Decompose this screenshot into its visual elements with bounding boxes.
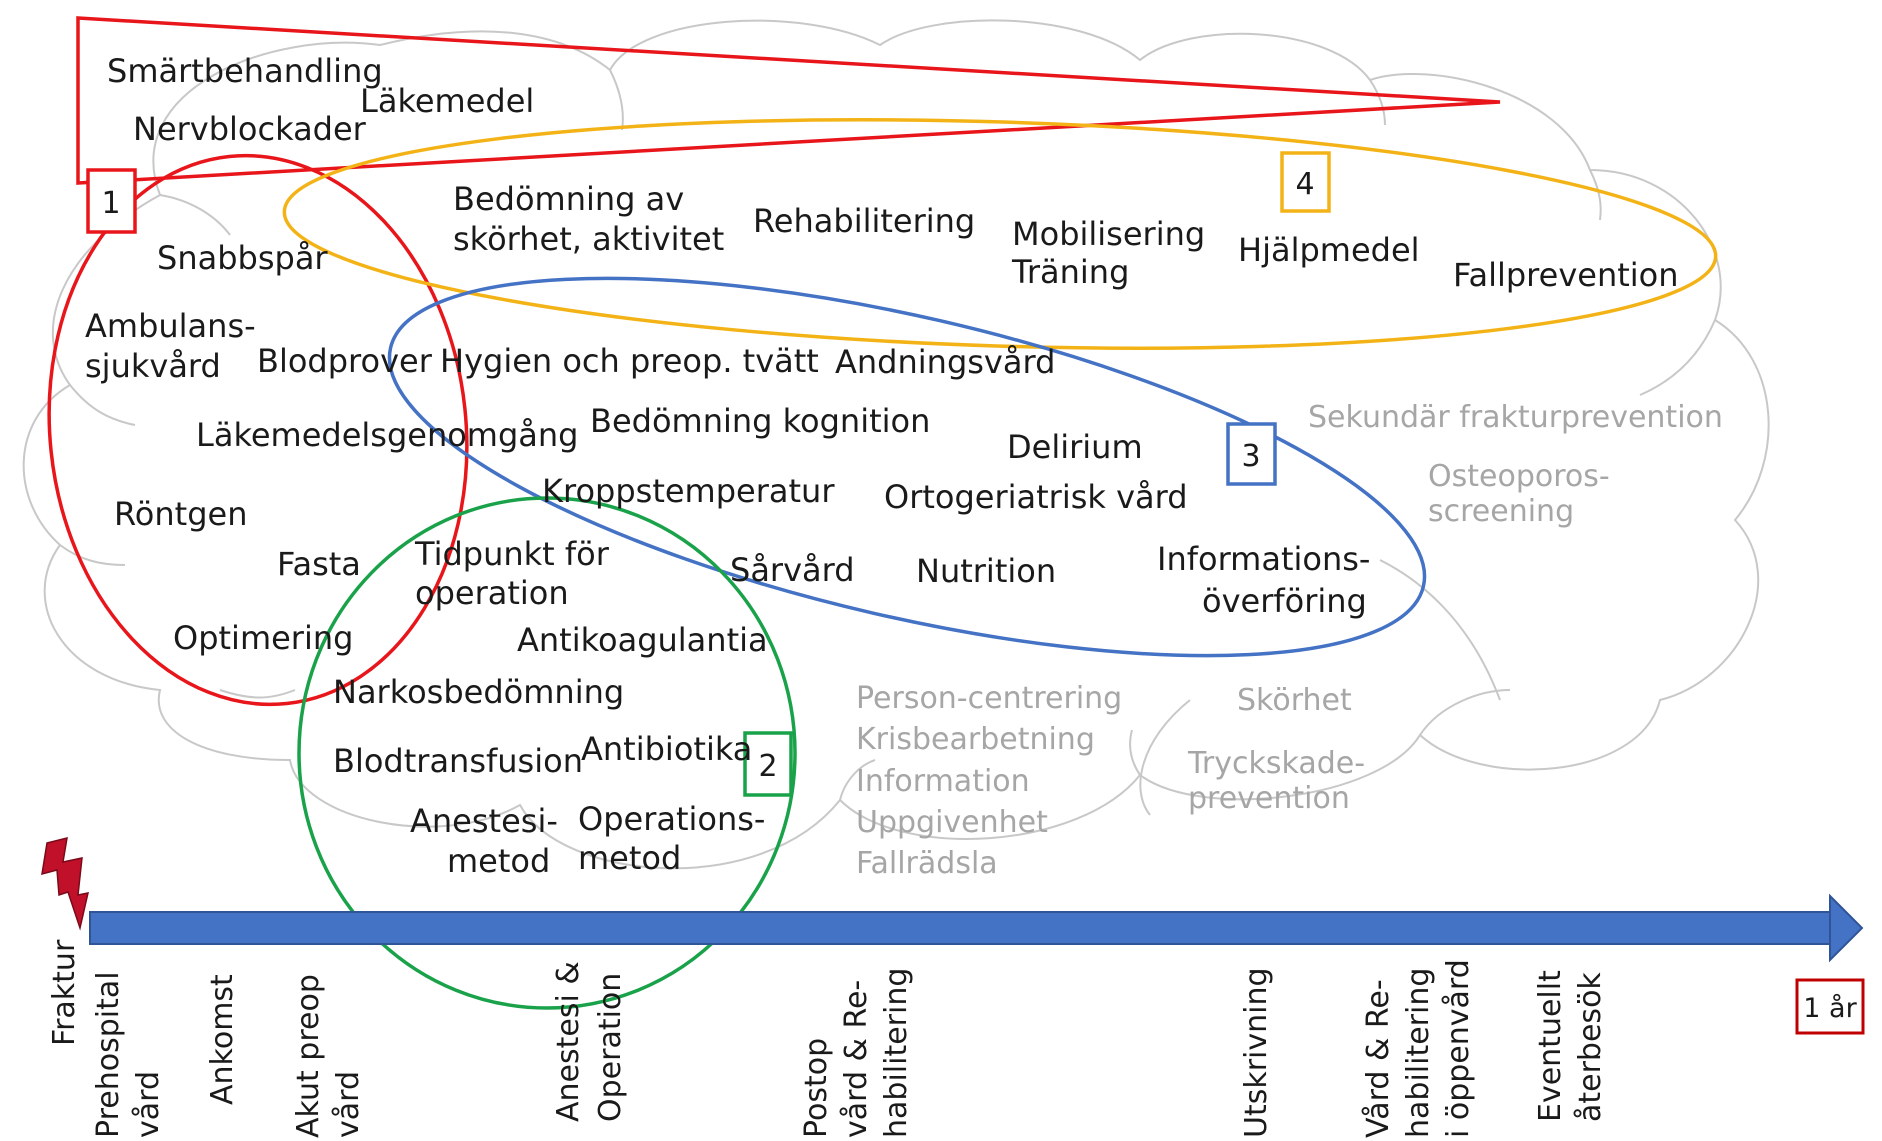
label-operations-line1: Operations- — [578, 800, 765, 838]
label-narkosbedomning: Narkosbedömning — [333, 673, 624, 711]
label-ambulans-line2: sjukvård — [85, 347, 221, 385]
area-number-2: 2 — [743, 731, 793, 797]
label-antibiotika: Antibiotika — [581, 730, 752, 768]
label-rehabilitering: Rehabilitering — [753, 202, 975, 240]
label-bedomning-kognition: Bedömning kognition — [590, 402, 930, 440]
stage-eventuellt-line2: återbesök — [1573, 972, 1608, 1122]
label-skorhet: Skörhet — [1237, 683, 1352, 718]
label-hjalpmedel: Hjälpmedel — [1238, 231, 1420, 269]
label-ortogeriatrisk: Ortogeriatrisk vård — [884, 478, 1188, 516]
stage-fraktur: Fraktur — [47, 939, 82, 1046]
label-antikoagulantia: Antikoagulantia — [517, 621, 768, 659]
label-blodprover: Blodprover — [257, 342, 433, 380]
label-operations-line2: metod — [578, 839, 681, 877]
label-ambulans-line1: Ambulans- — [85, 307, 256, 345]
green-ellipse — [297, 496, 797, 1010]
label-optimering: Optimering — [173, 619, 353, 657]
label-nervblockader: Nervblockader — [133, 110, 367, 148]
stage-prehospital-line2: vård — [131, 1071, 166, 1138]
care-activity-labels: Smärtbehandling Läkemedel Nervblockader … — [85, 52, 1679, 880]
stage-eventuellt-line1: Eventuellt — [1533, 970, 1568, 1122]
stage-anestesi-line1: Anestesi & — [551, 961, 586, 1122]
red-wedge-shape — [76, 16, 1501, 185]
label-bedomning-skorhet-line1: Bedömning av — [453, 180, 684, 218]
label-andningsvard: Andningsvård — [835, 343, 1055, 381]
label-krisbearbetning: Krisbearbetning — [856, 722, 1095, 757]
label-rontgen: Röntgen — [114, 495, 247, 533]
stage-vard-line3: i öppenvård — [1441, 959, 1476, 1138]
red-ellipse — [47, 153, 469, 707]
area-number-3-label: 3 — [1241, 439, 1260, 474]
label-tryckskade-line2: prevention — [1188, 781, 1350, 816]
label-delirium: Delirium — [1007, 428, 1143, 466]
area-number-4-label: 4 — [1295, 167, 1314, 202]
label-smartbehandling: Smärtbehandling — [107, 52, 383, 90]
label-bedomning-skorhet-line2: skörhet, aktivitet — [453, 220, 724, 258]
area-number-1-label: 1 — [101, 186, 120, 221]
stage-akut-line2: vård — [331, 1071, 366, 1138]
label-sekundar-frakturprevention: Sekundär frakturprevention — [1308, 400, 1723, 435]
timeline-arrow — [89, 893, 1864, 963]
timeline-stage-labels: Fraktur Prehospital vård Ankomst Akut pr… — [47, 939, 1608, 1138]
stage-postop-line2: vård & Re- — [839, 980, 874, 1138]
label-lakemedelsgenomgang: Läkemedelsgenomgång — [196, 416, 578, 454]
stage-akut-line1: Akut preop — [291, 974, 326, 1138]
label-snabbspar: Snabbspår — [157, 239, 328, 277]
yellow-ellipse — [282, 118, 1718, 350]
label-tryckskade-line1: Tryckskade- — [1187, 746, 1365, 781]
label-fallprevention: Fallprevention — [1453, 256, 1679, 294]
label-informations-line1: Informations- — [1157, 540, 1370, 578]
stage-prehospital-line1: Prehospital — [91, 971, 126, 1138]
label-mobilisering-line2: Träning — [1011, 253, 1129, 291]
stage-vard-line1: Vård & Re- — [1361, 979, 1396, 1138]
stage-utskrivning: Utskrivning — [1239, 967, 1274, 1138]
label-mobilisering-line1: Mobilisering — [1012, 215, 1205, 253]
area-number-2-label: 2 — [758, 749, 777, 784]
timeline-end-label: 1 år — [1803, 993, 1857, 1024]
label-anestesi-line2: metod — [447, 842, 550, 880]
label-tidpunkt-line2: operation — [415, 574, 569, 612]
label-sarvard: Sårvård — [730, 551, 855, 589]
label-osteoporos-line2: screening — [1428, 494, 1574, 529]
area-number-3: 3 — [1226, 422, 1277, 486]
label-lakemedel: Läkemedel — [360, 82, 534, 120]
label-osteoporos-line1: Osteoporos- — [1428, 459, 1610, 494]
stage-postop-line3: habilitering — [879, 968, 914, 1138]
outside-area-labels: Sekundär frakturprevention Osteoporos- s… — [856, 400, 1723, 881]
label-uppgivenhet: Uppgivenhet — [856, 805, 1048, 840]
label-fasta: Fasta — [277, 545, 361, 583]
label-hygien: Hygien och preop. tvätt — [440, 342, 819, 380]
label-kroppstemperatur: Kroppstemperatur — [542, 472, 835, 510]
label-informations-line2: överföring — [1202, 582, 1367, 620]
blue-ellipse — [387, 276, 1427, 658]
stage-anestesi-line2: Operation — [593, 973, 628, 1122]
label-information: Information — [856, 764, 1030, 799]
timeline-end-marker: 1 år — [1795, 978, 1865, 1035]
label-tidpunkt-line1: Tidpunkt för — [414, 535, 610, 573]
cloud-outline — [22, 19, 1770, 870]
area-number-4: 4 — [1280, 151, 1331, 213]
label-blodtransfusion: Blodtransfusion — [333, 742, 583, 780]
area-number-1: 1 — [86, 168, 137, 234]
stage-ankomst: Ankomst — [205, 974, 240, 1105]
stage-vard-line2: habilitering — [1401, 968, 1436, 1138]
stage-postop-line1: Postop — [799, 1038, 834, 1138]
label-anestesi-line1: Anestesi- — [410, 802, 558, 840]
lightning-bolt-icon — [41, 836, 89, 931]
label-fallradsla: Fallrädsla — [856, 846, 998, 881]
label-nutrition: Nutrition — [916, 552, 1056, 590]
label-person-centrering: Person-centrering — [856, 681, 1122, 716]
